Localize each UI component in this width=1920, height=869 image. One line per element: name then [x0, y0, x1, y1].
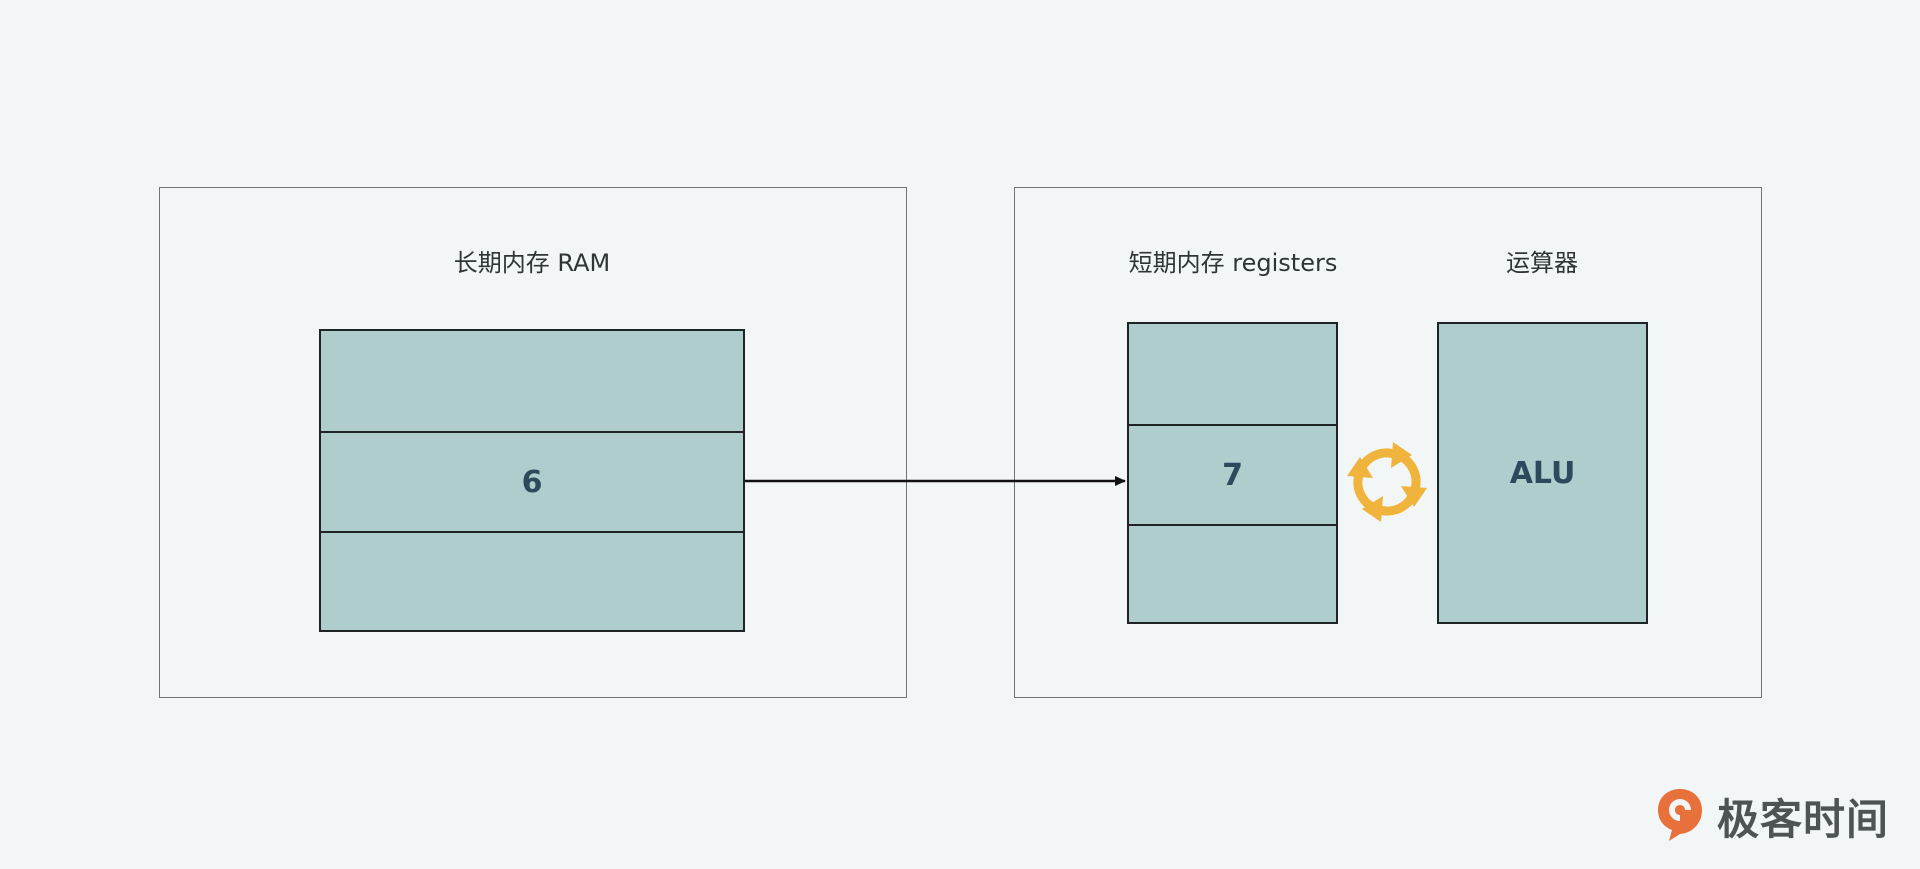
register-cell-bottom: [1129, 524, 1336, 622]
register-stack: 7: [1127, 322, 1338, 624]
ram-cell-bottom: [321, 531, 743, 630]
ram-stack: 6: [319, 329, 745, 632]
brand-logo: 极客时间: [1655, 786, 1889, 847]
alu-box: ALU: [1437, 322, 1648, 624]
register-cell-middle: 7: [1129, 424, 1336, 524]
alu-title: 运算器: [1506, 249, 1578, 277]
ram-cell-middle: 6: [321, 431, 743, 531]
ram-panel-title: 长期内存 RAM: [453, 249, 611, 277]
registers-title: 短期内存 registers: [1128, 249, 1338, 277]
brand-name: 极客时间: [1717, 795, 1890, 844]
cycle-icon: [1347, 442, 1427, 522]
geektime-logo-icon: [1658, 788, 1702, 841]
